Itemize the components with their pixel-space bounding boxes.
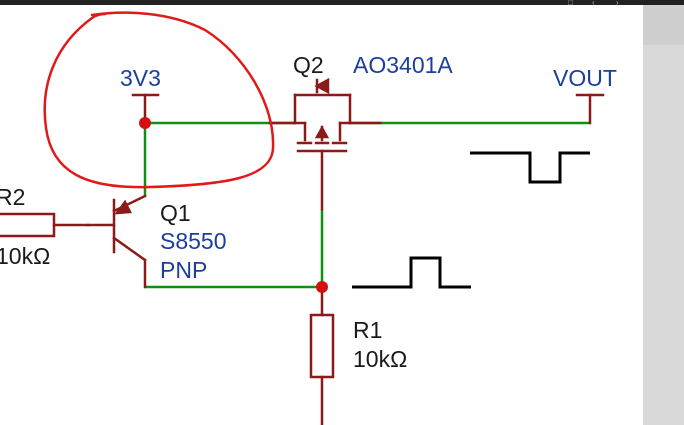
window-restore-icon[interactable]: □ <box>568 0 573 7</box>
label-vout: VOUT <box>553 65 617 91</box>
label-q2-part: AO3401A <box>353 52 453 78</box>
label-q1-part: S8550 <box>160 228 227 254</box>
label-r2-value: 10kΩ <box>0 243 50 269</box>
hand-drawn-annotation-loop <box>43 11 275 189</box>
right-side-panel-header <box>643 5 684 45</box>
output-flag-vout <box>575 93 605 125</box>
junction-dot-supply <box>139 117 151 129</box>
label-r1-ref: R1 <box>353 317 382 343</box>
right-side-panel <box>643 5 684 425</box>
label-r2-ref: R2 <box>0 184 25 210</box>
window-back-icon[interactable]: ‹ <box>592 0 595 7</box>
r1-resistor <box>309 285 335 425</box>
window-controls: □ ‹ › <box>560 0 640 9</box>
vout-waveform <box>470 151 590 184</box>
wires <box>143 121 590 289</box>
label-q2-ref: Q2 <box>293 52 324 78</box>
label-r1-value: 10kΩ <box>353 346 407 372</box>
junction-dot-node <box>316 281 328 293</box>
q1-pnp-transistor <box>86 194 147 289</box>
label-q1-type: PNP <box>160 257 207 283</box>
window-forward-icon[interactable]: › <box>616 0 619 7</box>
node-waveform <box>352 256 471 289</box>
label-q1-ref: Q1 <box>160 200 191 226</box>
label-3v3: 3V3 <box>120 65 161 91</box>
window-top-bar <box>0 0 684 5</box>
q2-p-mosfet <box>268 77 382 211</box>
schematic-drawing: 3V3 VOUT Q2 AO3401A Q1 S8550 PNP R2 10kΩ… <box>0 11 617 425</box>
r2-resistor <box>0 212 90 238</box>
